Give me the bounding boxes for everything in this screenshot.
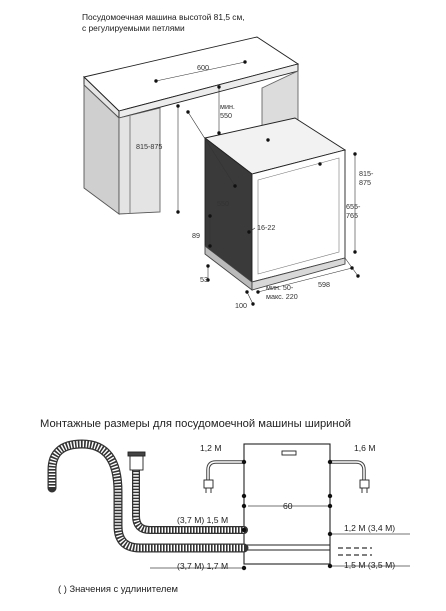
control-panel	[281, 450, 297, 456]
dim-depth-550: 550	[217, 199, 229, 208]
dim-width-600: 600	[197, 63, 209, 72]
dim-height-765: 765	[346, 211, 358, 220]
caption-line-1: Посудомоечная машина высотой 81,5 см,	[82, 12, 245, 22]
dim-100: 100	[235, 301, 247, 310]
installation-drawing	[83, 36, 360, 306]
dim-door-16-22: 16-22	[257, 223, 276, 232]
section-title: Монтажные размеры для посудомоечной маши…	[40, 419, 352, 430]
plug-left-icon	[203, 479, 214, 493]
dim-min-50: мин. 50-	[266, 283, 294, 292]
dim-89: 89	[192, 231, 200, 240]
extension-note: ( ) Значения с удлинителем	[58, 583, 178, 594]
installation-caption: Посудомоечная машина высотой 81,5 см, с …	[82, 12, 322, 34]
length-bottom-right: 1,5 М (3,5 М)	[344, 560, 396, 570]
dim-598: 598	[318, 280, 330, 289]
dim-53: 53	[200, 275, 208, 284]
dim-height-815: 815-	[359, 169, 374, 178]
dim-height-815-875-left: 815-875	[136, 142, 163, 151]
length-left-top: 1,2 М	[200, 443, 222, 453]
dim-min-label: мин.	[220, 102, 235, 111]
dim-height-875: 875	[359, 178, 371, 187]
caption-line-2: с регулируемыми петлями	[82, 23, 185, 33]
width-60: 60	[283, 501, 293, 511]
dim-height-655: 655-	[346, 202, 361, 211]
water-tap-icon	[127, 451, 146, 471]
length-mid-left: (3,7 М) 1,5 М	[177, 515, 229, 525]
length-bottom-left: (3,7 М) 1,7 М	[177, 561, 229, 571]
dim-max-220: макс. 220	[266, 292, 298, 301]
plug-right-icon	[359, 479, 370, 493]
dishwasher-front-frame	[257, 157, 340, 275]
length-right-top: 1,6 М	[354, 443, 376, 453]
appliance-body	[243, 443, 331, 565]
dim-min-550: 550	[220, 111, 232, 120]
length-mid-right: 1,2 М (3,4 М)	[344, 523, 396, 533]
